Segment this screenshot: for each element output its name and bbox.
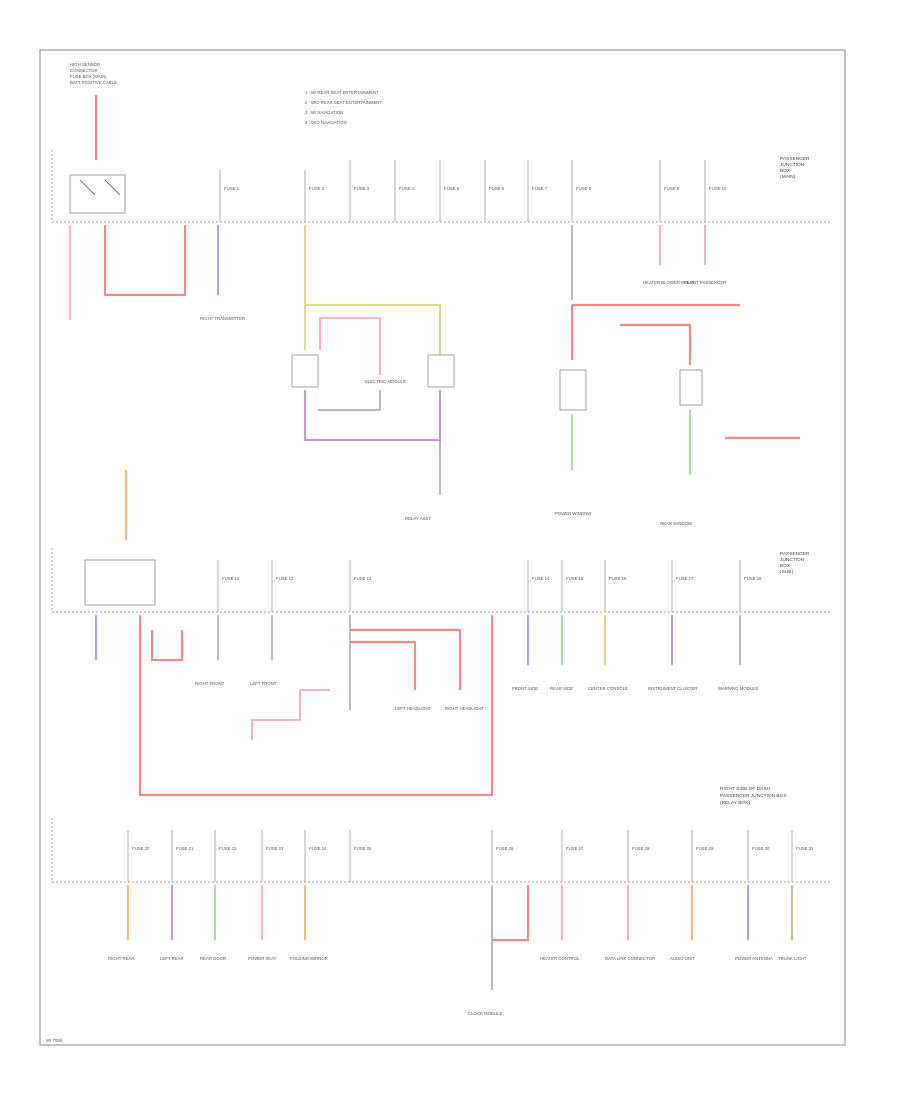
fuse-label: FUSE 17 xyxy=(676,576,694,581)
destination-label: POWER WINDOW xyxy=(555,511,592,516)
legend-item: 3 : W/ NAVIGATION xyxy=(305,110,343,115)
legend-item: 1 : W/ REAR SEAT ENTERTAINMENT xyxy=(305,90,379,95)
svg-text:(SUB): (SUB) xyxy=(780,569,793,575)
destination-label: FRONT PASSENGER xyxy=(684,280,726,285)
fuse-label: FUSE 22 xyxy=(219,846,237,851)
lower-fuses: FUSE 20 FUSE 21 FUSE 22 FUSE 23 FUSE 24 … xyxy=(127,830,814,882)
red-main-loop xyxy=(138,615,494,797)
fuse-label: FUSE 7 xyxy=(532,186,548,191)
destination-label: FOLDING MIRROR xyxy=(290,956,328,961)
upper-junction-box: PASSENGER JUNCTION BOX (MAIN) xyxy=(51,150,830,223)
svg-text:BOX: BOX xyxy=(780,168,791,174)
destination-label: RIGHT FRONT xyxy=(195,681,225,686)
fuse-label: FUSE 30 xyxy=(752,846,770,851)
fuse-label: FUSE 23 xyxy=(266,846,284,851)
fuse-label: FUSE 31 xyxy=(796,846,814,851)
svg-text:CONNECTOR: CONNECTOR xyxy=(70,68,98,73)
destination-label: HEATER CONTROL xyxy=(540,956,580,961)
fuse-label: FUSE 28 xyxy=(632,846,650,851)
destination-label: LEFT FRONT xyxy=(250,681,277,686)
fuse-label: FUSE 3 xyxy=(354,186,370,191)
fuse-label: FUSE 14 xyxy=(532,576,550,581)
ignition-switch xyxy=(69,174,126,214)
svg-text:HIGH SENSOR: HIGH SENSOR xyxy=(70,62,100,67)
svg-text:BOX: BOX xyxy=(780,563,791,569)
destination-label: DATA LINK CONNECTOR xyxy=(605,956,655,961)
diagram-frame xyxy=(39,49,846,1046)
fuse-label: FUSE 15 xyxy=(566,576,584,581)
footer-id: W/ 7056 xyxy=(46,1038,63,1043)
destination-label: RIGHT TRANSMITTER xyxy=(200,316,245,321)
destination-label: ELECTRIC MODULE xyxy=(365,379,406,384)
fuse-label: FUSE 25 xyxy=(354,846,372,851)
fuse-label: FUSE 16 xyxy=(609,576,627,581)
destination-label: CENTER CONSOLE xyxy=(588,686,628,691)
fuse-label: FUSE 21 xyxy=(176,846,194,851)
legend-item: 2 : W/O REAR SEAT ENTERTAINMENT xyxy=(305,100,382,105)
middle-relay xyxy=(84,559,156,606)
window-relay-right xyxy=(679,369,703,406)
fuse-label: FUSE 26 xyxy=(496,846,514,851)
destination-label: POWER ANTENNA xyxy=(735,956,773,961)
middle-junction-box: PASSENGER JUNCTION BOX (SUB) xyxy=(51,548,830,613)
fuse-label: FUSE 24 xyxy=(309,846,327,851)
destination-label: LEFT HEADLIGHT xyxy=(395,706,432,711)
destination-label: REAR WINDOW xyxy=(660,521,693,526)
fuse-label: FUSE 2 xyxy=(309,186,325,191)
svg-text:(RELAY BOX): (RELAY BOX) xyxy=(720,800,750,806)
fuse-label: FUSE 6 xyxy=(489,186,505,191)
destination-label: REAR SIDE xyxy=(550,686,573,691)
svg-text:JUNCTION: JUNCTION xyxy=(780,557,805,563)
fuse-label: FUSE 27 xyxy=(566,846,584,851)
fuse-label: FUSE 1 xyxy=(224,186,240,191)
fuse-label: FUSE 5 xyxy=(444,186,460,191)
power-window-relay xyxy=(559,369,587,411)
destination-label: RIGHT HEADLIGHT xyxy=(445,706,484,711)
legend-item: 4 : W/O NAVIGATION xyxy=(305,120,347,125)
destination-label: POWER SEAT xyxy=(248,956,277,961)
purple-wire xyxy=(304,390,441,441)
upper-fuses: FUSE 1 FUSE 2 FUSE 3 FUSE 4 FUSE 5 FUSE … xyxy=(219,160,727,222)
svg-text:(MAIN): (MAIN) xyxy=(780,174,796,180)
svg-text:FUSE BOX (MAIN): FUSE BOX (MAIN) xyxy=(70,74,107,79)
destination-label: RELAY ASSY xyxy=(405,516,431,521)
svg-text:PASSENGER JUNCTION BOX: PASSENGER JUNCTION BOX xyxy=(720,793,787,799)
svg-text:BATT POSITIVE CABLE: BATT POSITIVE CABLE xyxy=(70,80,117,85)
fuse-label: FUSE 11 xyxy=(222,576,240,581)
fuse-label: FUSE 18 xyxy=(744,576,762,581)
destination-label: CLOCK MODULE xyxy=(468,1011,503,1016)
middle-fuses: FUSE 11 FUSE 12 FUSE 13 FUSE 14 FUSE 15 … xyxy=(217,560,762,612)
destination-label: HEATER BLOWER RELAY xyxy=(643,280,695,285)
destination-label: LEFT REAR xyxy=(160,956,184,961)
relay-right xyxy=(427,354,455,388)
legend: 1 : W/ REAR SEAT ENTERTAINMENT 2 : W/O R… xyxy=(305,90,382,125)
lower-junction-box: RIGHT SIDE OF DASH PASSENGER JUNCTION BO… xyxy=(51,786,830,883)
destination-label: WARNING MODULE xyxy=(718,686,758,691)
fuse-label: FUSE 12 xyxy=(276,576,294,581)
svg-text:JUNCTION: JUNCTION xyxy=(780,162,805,168)
fuse-label: FUSE 10 xyxy=(709,186,727,191)
destination-label: INSTRUMENT CLUSTER xyxy=(648,686,697,691)
destination-label: TRUNK LIGHT xyxy=(778,956,807,961)
lower-box-label: RIGHT SIDE OF DASH xyxy=(720,786,771,792)
destination-label: RIGHT REAR xyxy=(108,956,134,961)
destination-label: FRONT SIDE xyxy=(512,686,538,691)
fuse-label: FUSE 4 xyxy=(399,186,415,191)
middle-box-label: PASSENGER xyxy=(780,551,810,557)
fuse-label: FUSE 13 xyxy=(354,576,372,581)
fuse-label: FUSE 20 xyxy=(132,846,150,851)
destination-label: AUDIO UNIT xyxy=(670,956,695,961)
upper-box-label: PASSENGER xyxy=(780,156,810,162)
fuse-label: FUSE 8 xyxy=(576,186,592,191)
fuse-label: FUSE 9 xyxy=(664,186,680,191)
main-fuse-label: HIGH SENSOR CONNECTOR FUSE BOX (MAIN) BA… xyxy=(70,62,117,85)
relay-left xyxy=(291,354,319,388)
red-loop-wire xyxy=(103,225,187,297)
destination-label: REAR DOOR xyxy=(200,956,226,961)
fuse-label: FUSE 29 xyxy=(696,846,714,851)
